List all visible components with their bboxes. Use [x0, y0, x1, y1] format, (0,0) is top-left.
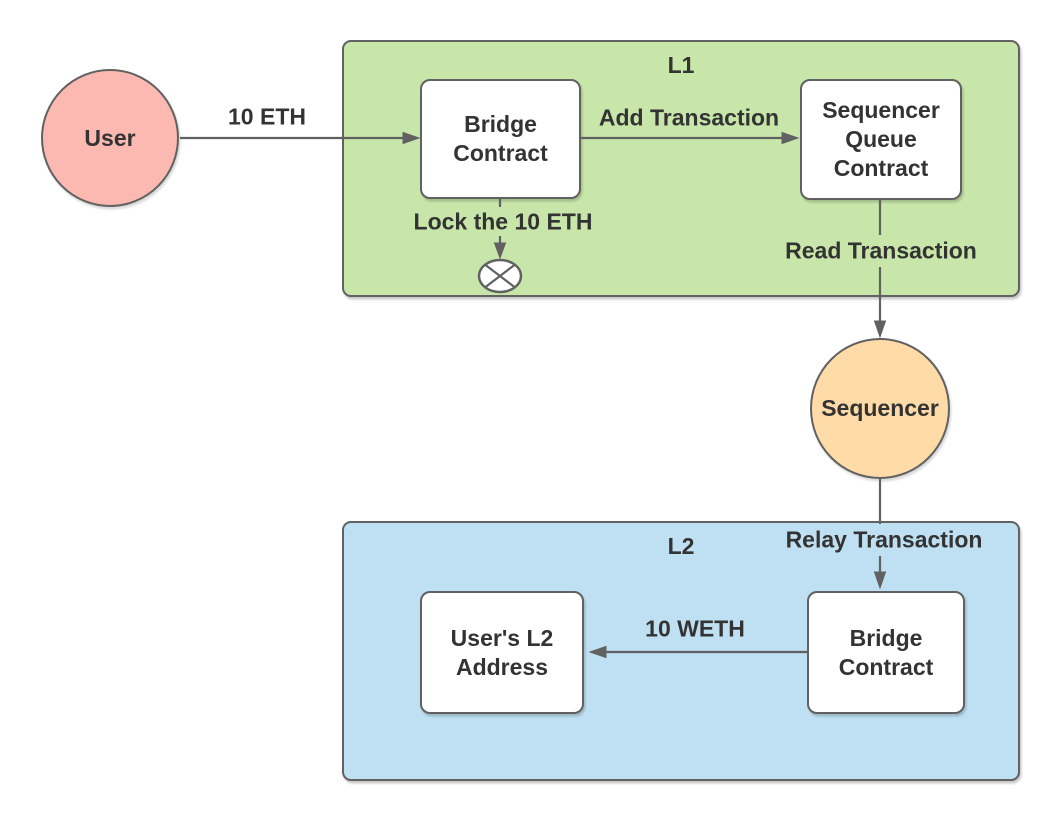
user-l2-address-node: User's L2 Address	[420, 591, 584, 714]
edge-mint-label: 10 WETH	[645, 615, 745, 642]
user-l2-address-label: User's L2 Address	[450, 624, 554, 680]
l1-bridge-contract-label: Bridge Contract	[453, 111, 548, 166]
user-node-label: User	[84, 124, 136, 151]
l2-group-label: L2	[667, 533, 695, 559]
sequencer-queue-contract-node: Sequencer Queue Contract	[800, 79, 962, 200]
sequencer-node: Sequencer	[810, 338, 950, 479]
sequencer-node-label: Sequencer	[821, 395, 939, 421]
sequencer-queue-contract-label: Sequencer Queue Contract	[822, 97, 940, 181]
l1-group-label: L1	[667, 52, 695, 78]
l2-bridge-contract-label: Bridge Contract	[838, 624, 934, 680]
edge-read-transaction-label: Read Transaction	[785, 237, 977, 264]
l2-bridge-contract-node: Bridge Contract	[807, 591, 965, 714]
edge-add-transaction-label: Add Transaction	[598, 104, 780, 131]
edge-lock-label: Lock the 10 ETH	[413, 208, 593, 235]
l1-bridge-contract-node: Bridge Contract	[420, 79, 581, 199]
edge-relay-transaction-label: Relay Transaction	[785, 526, 983, 553]
user-node: User	[41, 69, 179, 207]
edge-deposit-label: 10 ETH	[228, 103, 306, 130]
